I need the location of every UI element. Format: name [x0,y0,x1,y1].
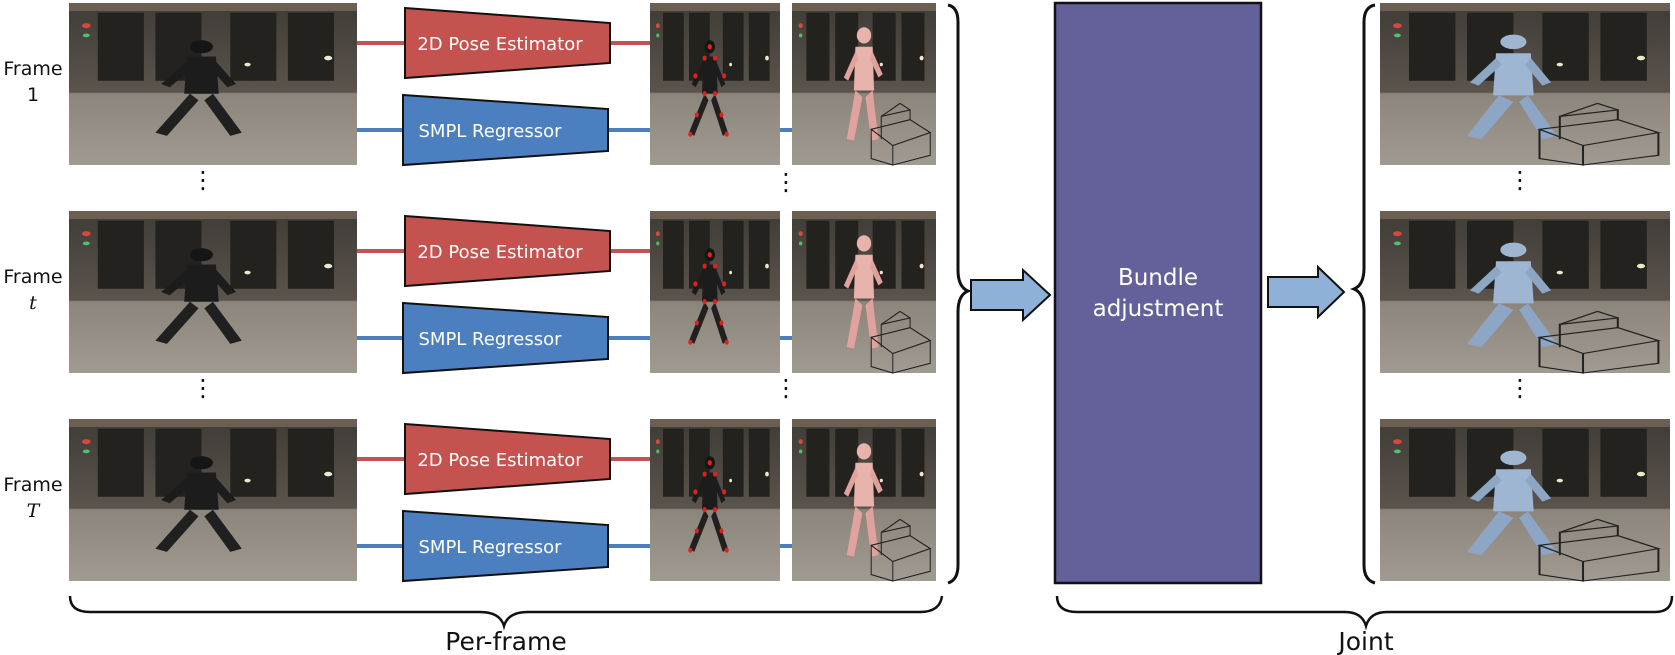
smpl-mesh-image [792,419,936,582]
per-frame-caption: Per-frame [445,627,566,655]
arrow-from-bundle [1267,264,1346,320]
ellipsis: ⋮ [774,168,798,196]
bundle-label-line1: Bundle [1118,265,1198,291]
ellipsis: ⋮ [774,374,798,402]
per-frame-right-brace [947,3,973,585]
bundle-label-line2: adjustment [1093,296,1224,322]
smpl-regressor-label: SMPL Regressor [418,121,562,142]
smpl-mesh-image [792,211,936,374]
ellipsis: ⋮ [1508,374,1532,402]
ellipsis: ⋮ [1508,166,1532,194]
input-frame-image [69,3,357,165]
ellipsis: ⋮ [191,374,215,402]
arrow-to-bundle [970,267,1052,323]
joint-output-image [1380,3,1670,167]
frame-index: 1 [27,84,39,106]
frame-index: t [29,292,37,314]
frame-label: Frame [3,266,62,288]
frame-label: Frame [3,474,62,496]
smpl-regressor-label: SMPL Regressor [418,329,562,350]
smpl-regressor-block [402,301,609,375]
joint-output-image [1380,211,1670,375]
pose-estimator-block [404,6,611,80]
keypoints-image [650,211,780,373]
smpl-mesh-image [792,3,936,166]
bundle-adjustment-block [1053,1,1263,585]
per-frame-bottom-brace [68,595,944,631]
frame-index: T [27,500,41,522]
input-frame-image [69,419,357,581]
frame-label: Frame [3,58,62,80]
keypoints-image [650,419,780,581]
smpl-regressor-block [402,509,609,583]
ellipsis: ⋮ [191,166,215,194]
keypoints-image [650,3,780,165]
smpl-regressor-block [402,93,609,167]
input-frame-image [69,211,357,373]
joint-caption: Joint [1336,627,1393,655]
joint-bottom-brace [1055,595,1674,631]
pose-estimator-block [404,422,611,496]
joint-output-image [1380,419,1670,583]
pose-estimator-label: 2D Pose Estimator [417,34,583,55]
joint-left-brace [1349,3,1376,585]
pose-estimator-label: 2D Pose Estimator [417,450,583,471]
smpl-regressor-label: SMPL Regressor [418,537,562,558]
pose-estimator-block [404,214,611,288]
pose-estimator-label: 2D Pose Estimator [417,242,583,263]
